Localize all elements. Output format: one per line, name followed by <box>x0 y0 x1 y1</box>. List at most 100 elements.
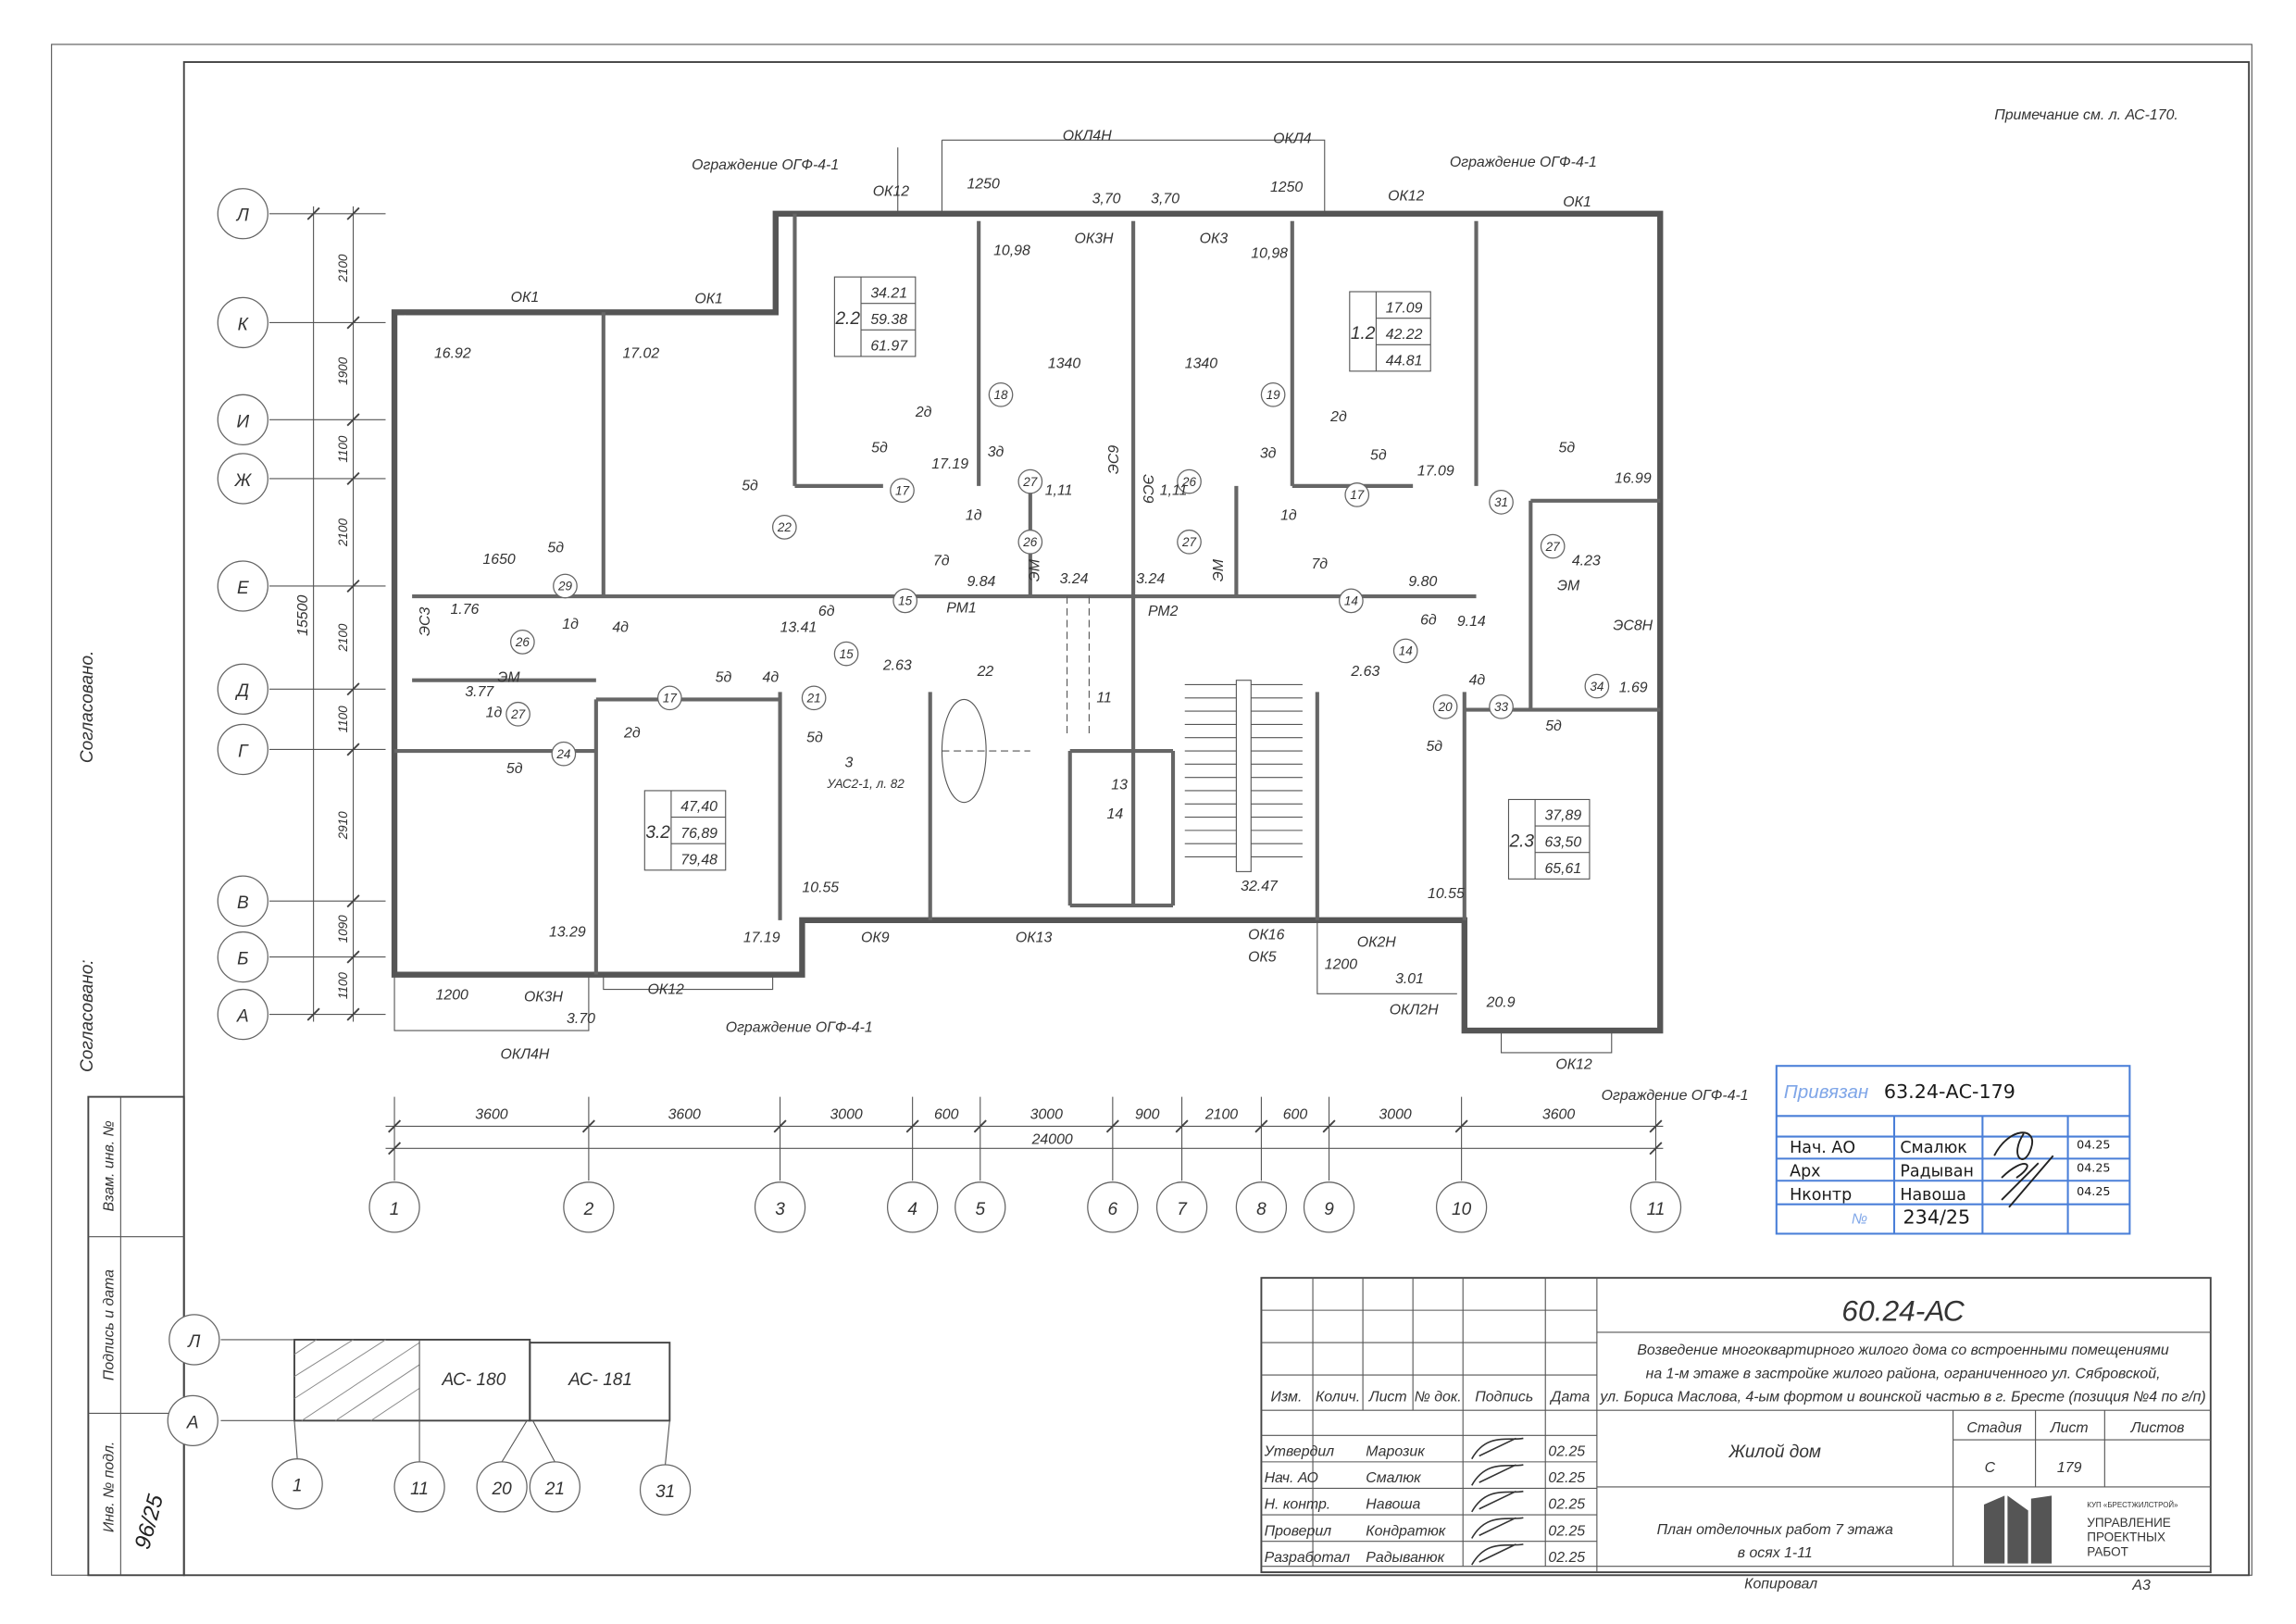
apartment-area-box: 3.2 47,40 76,89 79,48 <box>643 790 727 871</box>
axis-label: Ж <box>234 471 253 491</box>
axis-label: 9 <box>1324 1200 1334 1219</box>
room-marker: 33 <box>1489 693 1514 719</box>
total-area-with-loggia: 79,48 <box>680 852 718 868</box>
finishes-label: 1д <box>966 507 982 523</box>
finishes-label: 2д <box>1329 409 1347 425</box>
finishes-label: 5д <box>716 669 732 685</box>
dimension-total: 15500 <box>295 595 311 636</box>
living-area: 17.09 <box>1386 300 1423 316</box>
finishes-label: 5д <box>1559 440 1576 456</box>
signer-name: Навоша <box>1366 1497 1420 1513</box>
room-areas-label: 3.01 <box>1395 971 1424 987</box>
finishes-label: 3д <box>988 444 1004 460</box>
dimension-text: 1900 <box>336 356 350 385</box>
room-areas-label: 17.09 <box>1417 464 1454 480</box>
room-areas-label: 9.84 <box>967 574 995 590</box>
axis-label: В <box>237 893 249 913</box>
equipment-label: 11 <box>1096 691 1111 706</box>
stamp-date: 04.25 <box>2077 1184 2110 1198</box>
finishes-label: 4д <box>1469 672 1486 688</box>
room-areas-label: 32.47 <box>1241 879 1279 894</box>
dimension-text: 2100 <box>1204 1106 1238 1122</box>
room-areas-label: 17.19 <box>931 456 968 472</box>
project-name: на 1-м этаже в застройке жилого района, … <box>1646 1366 2161 1381</box>
room-areas-label: 1,11 <box>1160 482 1188 498</box>
axis-label: 8 <box>1256 1200 1267 1219</box>
equipment-label: ЭМ <box>1557 579 1580 594</box>
total-area: 76,89 <box>680 826 718 842</box>
stamp-role: Нконтр <box>1790 1186 1852 1205</box>
equipment-label: ЭМ <box>1211 558 1227 581</box>
stamp-date: 04.25 <box>2077 1161 2110 1175</box>
room-marker: 21 <box>801 685 827 711</box>
axis-label: И <box>236 412 249 431</box>
dimension-text: 1100 <box>336 972 350 1000</box>
floor-plan-walls <box>391 139 1664 1054</box>
openings-label: ОКЛ4Н <box>501 1046 550 1062</box>
equipment-label: ЭМ <box>497 669 520 685</box>
stage-header: Стадия <box>1966 1420 2022 1436</box>
dimension-text: 2100 <box>336 518 350 547</box>
dims-label: 3.70 <box>567 1011 595 1027</box>
living-area: 47,40 <box>680 799 718 815</box>
signer-role: Нач. АО <box>1265 1470 1318 1486</box>
stamp-name: Смалюк <box>1900 1139 1967 1157</box>
signature <box>1471 1464 1524 1486</box>
fences-label: Ограждение ОГФ-4-1 <box>726 1020 873 1036</box>
key-plan-axis: 11 <box>410 1480 429 1499</box>
living-area: 34.21 <box>870 285 907 301</box>
axis-marker-col: 3 <box>754 1181 806 1233</box>
stamp-signature <box>1993 1131 2054 1208</box>
axis-label: 10 <box>1452 1200 1472 1219</box>
room-marker-number: 27 <box>510 707 526 721</box>
dims-label: 1250 <box>967 177 999 193</box>
room-marker: 14 <box>1339 588 1364 614</box>
room-marker: 29 <box>553 573 578 599</box>
room-areas-label: 1.76 <box>450 602 479 618</box>
sheets-header: Листов <box>2130 1420 2185 1436</box>
organization-small: КУП «БРЕСТЖИЛСТРОЙ» <box>2087 1501 2178 1509</box>
finishes-label: 1д <box>562 617 579 632</box>
room-marker-number: 14 <box>1344 594 1358 608</box>
signer-role: Н. контр. <box>1265 1497 1331 1513</box>
fences-label: Ограждение ОГФ-4-1 <box>1450 155 1597 170</box>
signer-name: Радыванюк <box>1366 1550 1444 1566</box>
sheet-header: Лист <box>2050 1420 2089 1436</box>
dimension-text: 600 <box>1283 1106 1308 1122</box>
finishes-label: 4д <box>612 619 629 635</box>
openings-label: ОКЛ4 <box>1273 131 1312 146</box>
room-marker: 19 <box>1260 381 1286 407</box>
finishes-label: 2д <box>915 405 932 420</box>
dimension-text: 3600 <box>668 1106 701 1122</box>
apartment-type: 3.2 <box>645 823 670 843</box>
room-areas-label: 1.69 <box>1619 680 1648 695</box>
room-areas-label: 10.55 <box>1428 886 1465 902</box>
room-marker-number: 33 <box>1494 700 1509 714</box>
stamp-role: Арх <box>1790 1162 1820 1181</box>
total-area-with-loggia: 65,61 <box>1544 861 1581 877</box>
equipment-label: 22 <box>977 664 994 680</box>
finishes-label: 6д <box>1420 612 1437 628</box>
axis-label: 4 <box>907 1200 917 1219</box>
room-marker-number: 22 <box>777 520 792 534</box>
axis-label: 7 <box>1177 1200 1188 1219</box>
signature <box>1471 1517 1524 1539</box>
axis-marker-col: 11 <box>1629 1181 1682 1233</box>
dimension-text: 1090 <box>336 915 350 943</box>
axis-label: 2 <box>583 1200 594 1219</box>
sign-date-label: Подпись и дата <box>101 1269 117 1380</box>
axis-label: 6 <box>1108 1200 1118 1219</box>
axis-label: Г <box>238 742 249 761</box>
room-marker: 22 <box>771 515 797 540</box>
stamp-label: Привязан <box>1784 1081 1869 1103</box>
signer-date: 02.25 <box>1548 1523 1585 1539</box>
room-areas-label: 10.55 <box>802 881 839 896</box>
finishes-label: 5д <box>806 730 823 745</box>
room-areas-label: 9.14 <box>1457 614 1486 630</box>
room-marker-number: 34 <box>1590 680 1603 693</box>
company-logo-icon <box>1983 1495 2053 1564</box>
revision-header: Лист <box>1368 1390 1407 1405</box>
finishes-label: 5д <box>742 479 758 494</box>
